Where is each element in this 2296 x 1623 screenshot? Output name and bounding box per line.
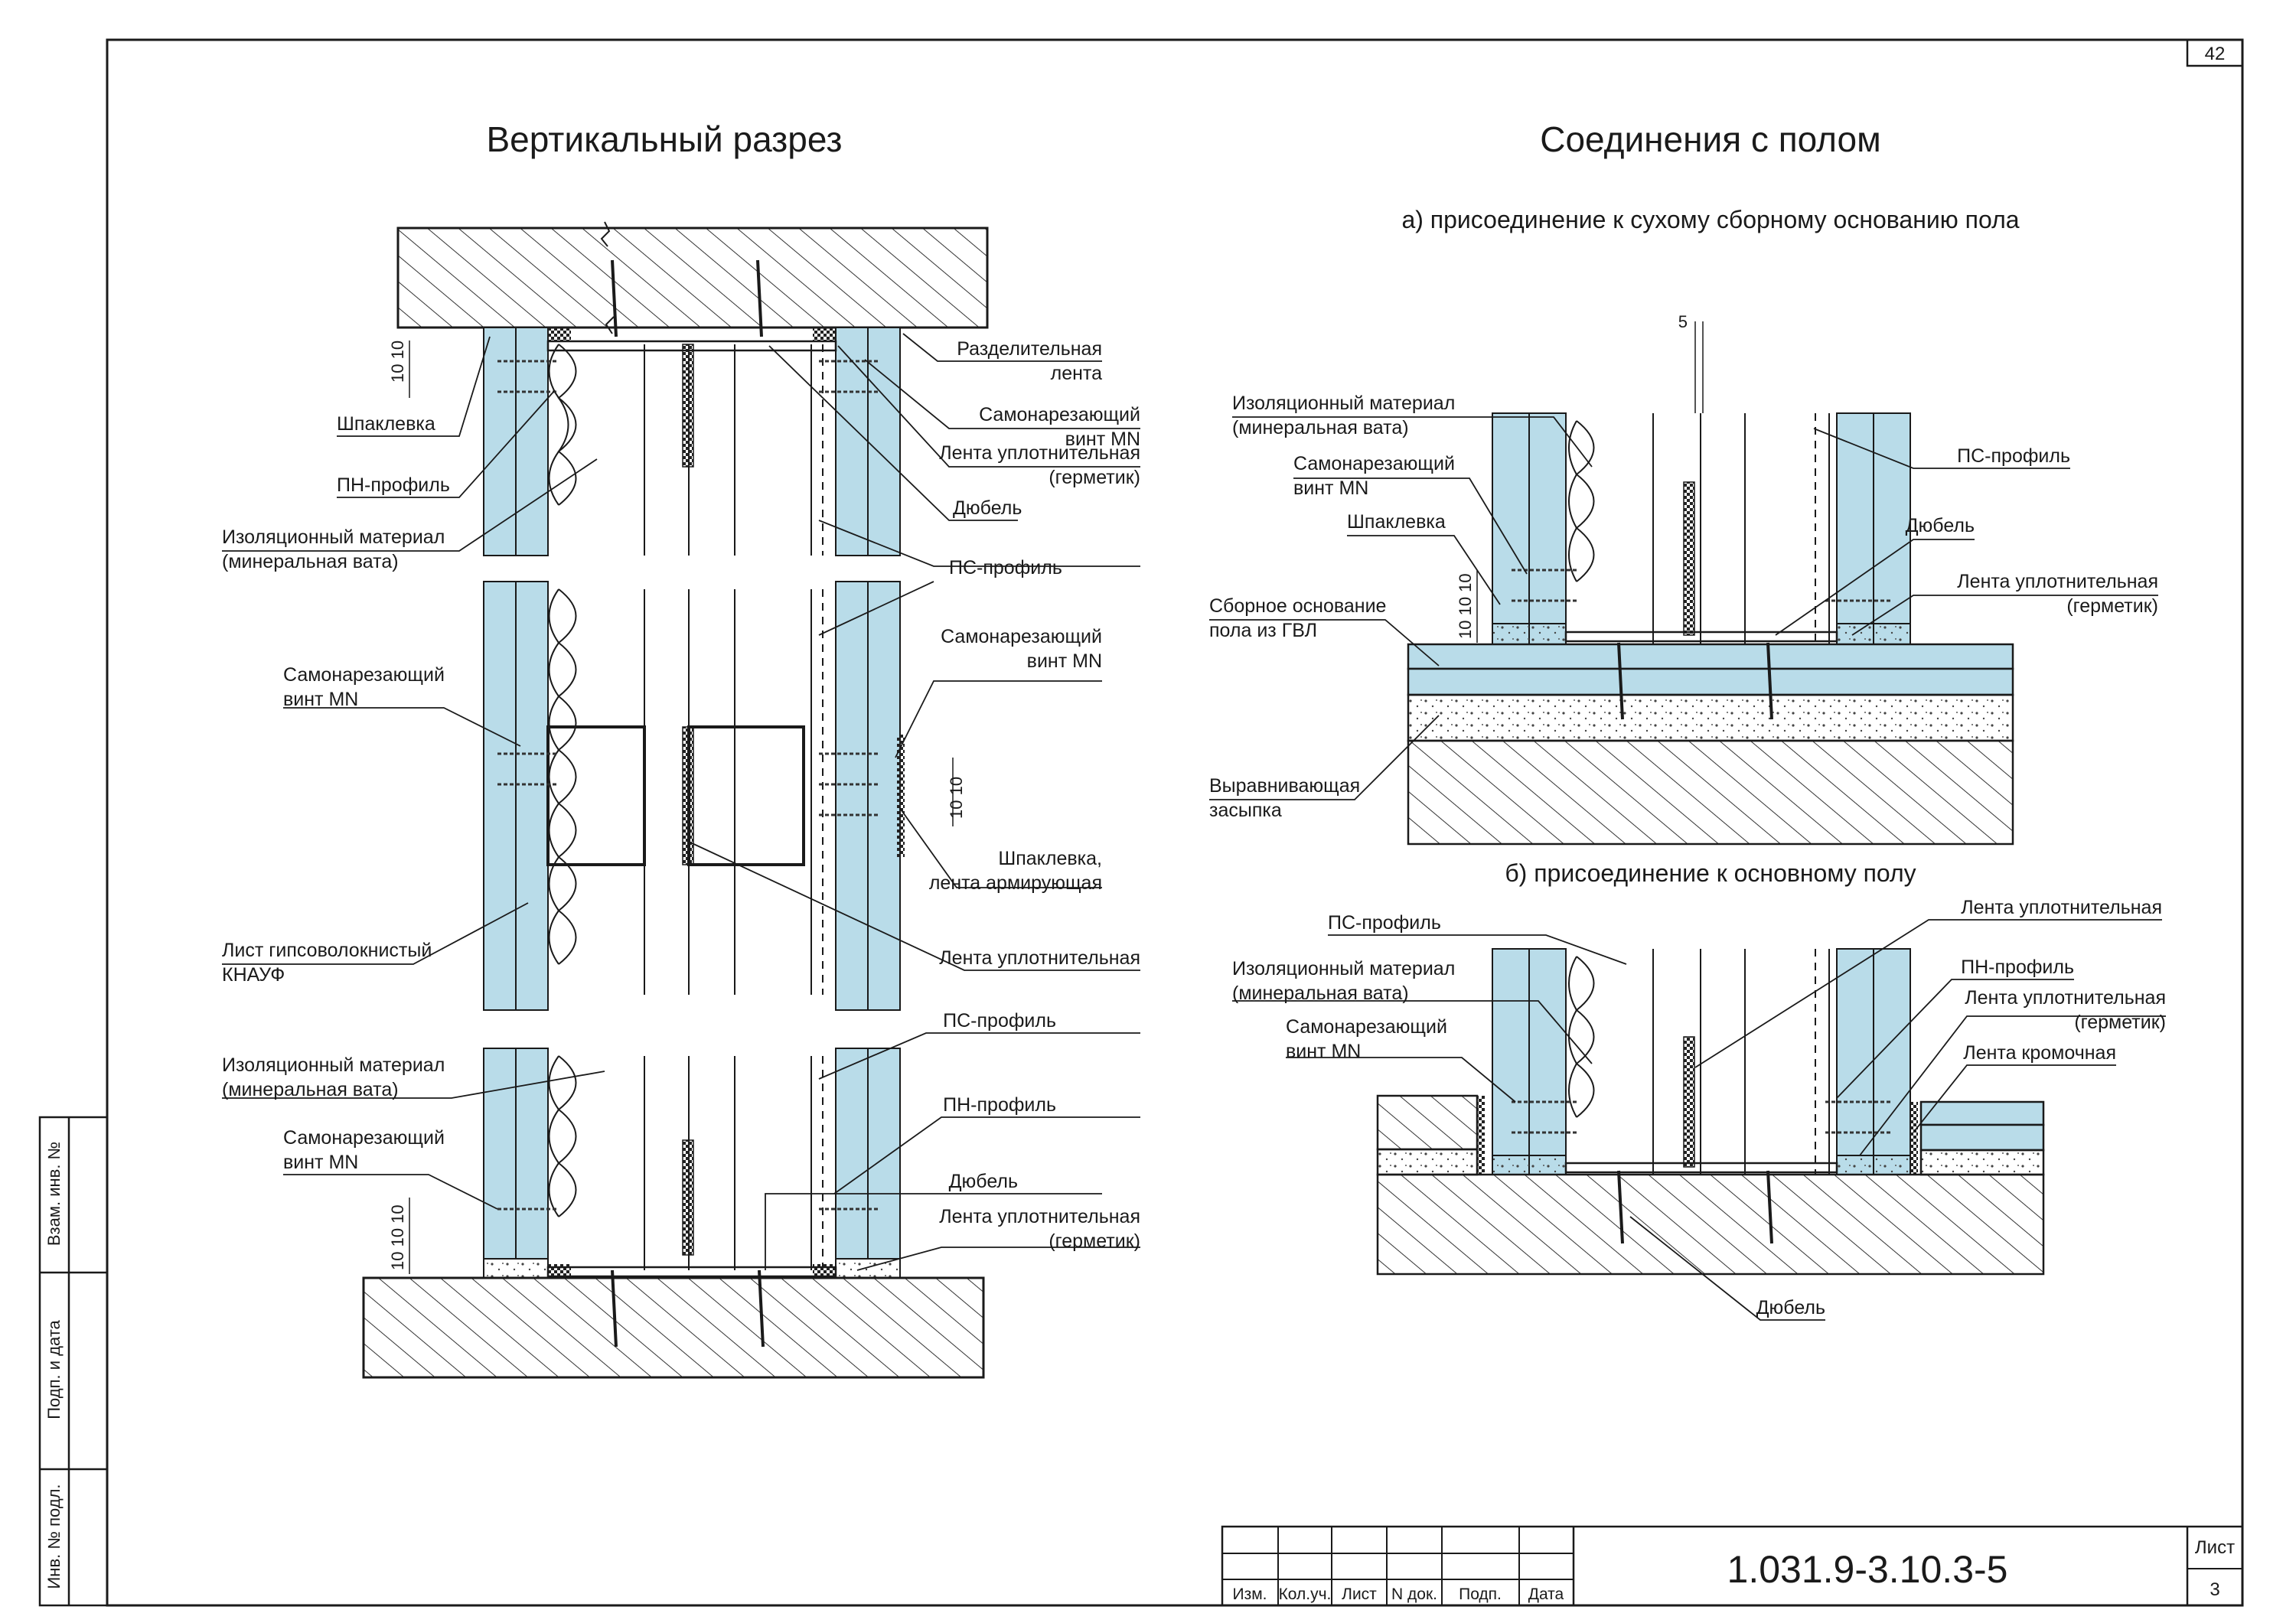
lbl-germetik-bot-2: (герметик) (1049, 1230, 1140, 1252)
left-leaders (222, 333, 1140, 1271)
lbl-shpaklevka: Шпаклевка (337, 413, 435, 435)
lbl-vint-bot-1: Самонарезающий (283, 1127, 445, 1149)
side-stamp: Взам. инв. № Подп. и дата Инв. № подл. (38, 1116, 109, 1607)
dim-mid: 10 10 (947, 777, 966, 819)
lbl-dubel-top: Дюбель (953, 497, 1022, 519)
side-stamp-inv: Инв. № подл. (44, 1484, 64, 1589)
corner-box (2186, 38, 2244, 67)
lbl-dubel-bot: Дюбель (949, 1171, 1018, 1192)
lbl-shpakl-arm-2: лента армирующая (929, 872, 1102, 894)
floor-slab (362, 1269, 985, 1379)
b-lbl-izol-1: Изоляционный материал (1232, 958, 1455, 979)
left-view-title: Вертикальный разрез (486, 119, 842, 159)
lbl-list-gvl-2: КНАУФ (222, 964, 285, 986)
b-lbl-izol-2: (минеральная вата) (1232, 983, 1409, 1004)
lbl-germetik-top-2: (герметик) (1049, 467, 1140, 488)
wall-segment-bottom (483, 1048, 901, 1279)
a-lbl-izol-1: Изоляционный материал (1232, 393, 1455, 414)
a-dim5: 5 (1678, 312, 1688, 331)
sheet-number: 3 (2210, 1579, 2219, 1600)
stamp-col-podp: Подп. (1459, 1586, 1502, 1603)
lbl-razdelitelnaya-2: лента (1051, 363, 1102, 384)
a-dims: 10 10 10 (1456, 573, 1475, 639)
lbl-vint-right-2: винт MN (1027, 650, 1102, 672)
a-lbl-vint-1: Самонарезающий (1293, 453, 1455, 474)
corner-number: 42 (2205, 44, 2226, 64)
stamp-col-ndok: N док. (1391, 1586, 1437, 1603)
lbl-izol-bot-1: Изоляционный материал (222, 1054, 445, 1076)
dim-bot: 10 10 10 (388, 1204, 407, 1270)
detail-b (1376, 948, 2045, 1276)
wall-segment-middle (483, 581, 905, 1011)
b-lbl-germetik-2: (герметик) (2074, 1012, 2166, 1033)
lbl-germetik-bot-1: Лента уплотнительная (939, 1206, 1140, 1227)
sheet-label: Лист (2195, 1537, 2235, 1558)
lbl-vint-top-1: Самонарезающий (979, 404, 1140, 425)
a-lbl-izol-2: (минеральная вата) (1232, 417, 1409, 438)
lbl-vint-right-1: Самонарезающий (941, 626, 1102, 647)
lbl-ps-profil-mid: ПС-профиль (949, 557, 1062, 578)
b-lbl-kromochnaya: Лента кромочная (1963, 1042, 2116, 1064)
a-lbl-germetik-2: (герметик) (2066, 595, 2158, 617)
title-block: Изм. Кол.уч. Лист N док. Подп. Дата 1.03… (1221, 1525, 2244, 1607)
lbl-vint-bot-2: винт MN (283, 1152, 358, 1173)
left-dims (409, 341, 954, 1274)
lbl-izol-bot-2: (минеральная вата) (222, 1079, 399, 1100)
side-stamp-podp: Подп. и дата (44, 1319, 64, 1419)
lbl-vint-left-2: винт MN (283, 689, 358, 710)
b-lbl-vint-1: Самонарезающий (1286, 1016, 1447, 1038)
a-lbl-germetik-1: Лента уплотнительная (1957, 571, 2158, 592)
sheet-frame (106, 38, 2244, 1607)
a-leaders (1209, 416, 2158, 800)
lbl-izol-2: (минеральная вата) (222, 551, 399, 572)
lbl-shpakl-arm-1: Шпаклевка, (998, 848, 1102, 869)
b-lbl-germetik-1: Лента уплотнительная (1965, 987, 2166, 1009)
subtitle-a: а) присоединение к сухому сборному основ… (1401, 206, 2019, 233)
b-lbl-vint-2: винт MN (1286, 1041, 1361, 1062)
stamp-col-koluch: Кол.уч. (1279, 1586, 1332, 1603)
a-lbl-vyravn-2: засыпка (1209, 800, 1282, 821)
lbl-pn-profil-bot: ПН-профиль (943, 1094, 1056, 1116)
a-lbl-dubel: Дюбель (1906, 515, 1975, 536)
b-leaders (1232, 919, 2166, 1321)
lbl-lenta-upl: Лента уплотнительная (939, 947, 1140, 969)
ceiling-slab (396, 221, 989, 334)
a-lbl-ps-profil: ПС-профиль (1957, 445, 2070, 467)
right-view-title: Соединения с полом (1540, 119, 1881, 159)
stamp-col-data: Дата (1528, 1586, 1564, 1603)
lbl-germetik-top-1: Лента уплотнительная (939, 442, 1140, 464)
lbl-razdelitelnaya-1: Разделительная (957, 338, 1102, 360)
a-lbl-sbornoe-1: Сборное основание (1209, 595, 1386, 617)
dim-top: 10 10 (388, 341, 407, 383)
subtitle-b: б) присоединение к основному полу (1505, 859, 1916, 887)
detail-a (1407, 321, 2014, 846)
document-code: 1.031.9-3.10.3-5 (1727, 1548, 2008, 1591)
a-lbl-vint-2: винт MN (1293, 477, 1368, 499)
stamp-col-list: Лист (1342, 1586, 1377, 1603)
lbl-list-gvl-1: Лист гипсоволокнистый (222, 940, 432, 961)
lbl-vint-left-1: Самонарезающий (283, 664, 445, 686)
stamp-col-izm: Изм. (1233, 1586, 1267, 1603)
lbl-izol-1: Изоляционный материал (222, 526, 445, 548)
lbl-pn-profil: ПН-профиль (337, 474, 450, 496)
b-lbl-ps-profil: ПС-профиль (1328, 912, 1441, 934)
a-lbl-sbornoe-2: пола из ГВЛ (1209, 620, 1317, 641)
side-stamp-zam: Взам. инв. № (44, 1142, 64, 1246)
a-lbl-shpaklevka: Шпаклевка (1347, 511, 1446, 533)
wall-segment-top (483, 259, 901, 556)
a-lbl-vyravn-1: Выравнивающая (1209, 775, 1360, 797)
lbl-ps-profil-bot: ПС-профиль (943, 1010, 1056, 1031)
b-lbl-dubel: Дюбель (1756, 1297, 1825, 1318)
b-lbl-pn-profil: ПН-профиль (1961, 957, 2074, 978)
b-lbl-lenta-upl: Лента уплотнительная (1961, 897, 2162, 918)
lbl-vint-top-2: винт MN (1065, 429, 1140, 450)
